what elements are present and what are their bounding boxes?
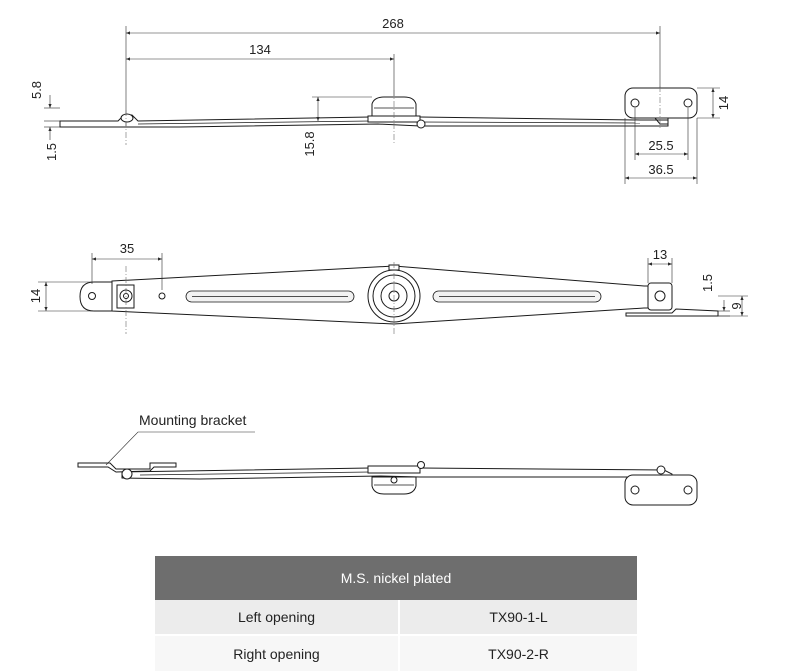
bottom-view: Mounting bracket: [77, 412, 698, 506]
dim-bracket-width: 36.5: [648, 162, 673, 177]
spec-table: M.S. nickel plated Left opening TX90-1-L…: [155, 556, 637, 671]
dim-pivot-height: 15.8: [302, 131, 317, 156]
bracket-hole: [88, 292, 96, 300]
row-label: Right opening: [155, 635, 400, 671]
dim-thickness-bottom: 1.5: [44, 143, 59, 161]
middle-view: 35 14 13 1.5 9: [28, 241, 748, 334]
right-stop-plan: [625, 308, 719, 317]
left-pivot-side: [120, 113, 134, 123]
row-code: TX90-1-L: [399, 600, 637, 636]
row-code: TX90-2-R: [399, 635, 637, 671]
right-bracket-front: [624, 87, 698, 119]
dim-right-height: 9: [729, 302, 744, 309]
table-header: M.S. nickel plated: [155, 556, 637, 600]
dim-left-offset: 35: [120, 241, 134, 256]
row-label: Left opening: [155, 600, 400, 636]
dim-overall: 268: [382, 16, 404, 31]
center-pivot-bottom: [371, 476, 417, 495]
dim-center: 134: [249, 42, 271, 57]
bracket-hole: [683, 485, 693, 495]
bracket-hole: [630, 485, 640, 495]
table-row: Right opening TX90-2-R: [155, 635, 637, 671]
dim-right-width: 13: [653, 247, 667, 262]
dim-right-small: 1.5: [700, 274, 715, 292]
callout-leader: [105, 431, 255, 466]
table-header-row: M.S. nickel plated: [155, 556, 637, 600]
dim-bracket-height: 14: [716, 96, 731, 110]
right-bracket-bottom: [624, 474, 698, 506]
dim-left-height: 14: [28, 289, 43, 303]
bracket-hole: [630, 98, 640, 108]
mounting-bracket-label: Mounting bracket: [139, 412, 247, 428]
mounting-bracket-side: [77, 462, 177, 473]
table-row: Left opening TX90-1-L: [155, 600, 637, 636]
dim-hole-spacing: 25.5: [648, 138, 673, 153]
dim-thickness-top: 5.8: [29, 81, 44, 99]
bracket-hole: [683, 98, 693, 108]
center-pivot-base-bottom: [367, 465, 421, 474]
top-view: 268 134 5.8 1.5 15.8: [29, 16, 731, 184]
